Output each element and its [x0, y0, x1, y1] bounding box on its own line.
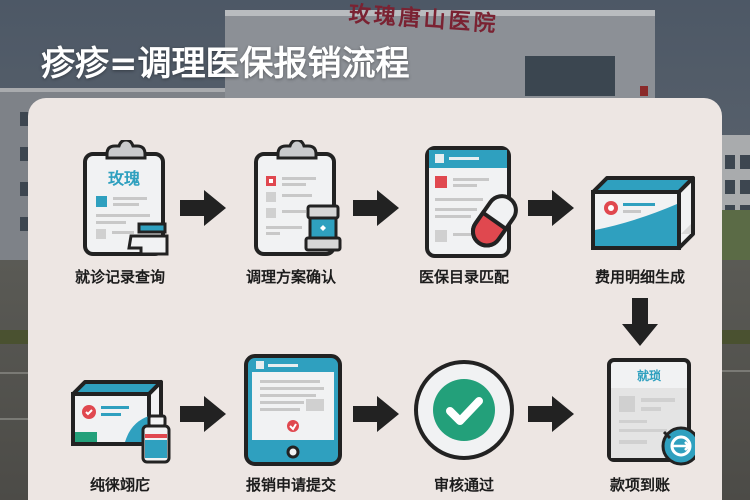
document-pill-icon: [409, 140, 519, 260]
step-label: 款项到账: [609, 476, 670, 494]
arrow-right-icon: [353, 190, 399, 226]
step-plan-confirm: 调理方案确认: [221, 140, 361, 287]
svg-text:玫瑰: 玫瑰: [108, 169, 140, 188]
step-label: 报销申请提交: [245, 476, 336, 494]
arrow-down-icon: [622, 298, 658, 346]
step-medical-record-query: 玫瑰 就诊记录查询: [50, 140, 190, 287]
arrow-right-icon: [528, 190, 574, 226]
road-marking: [0, 418, 30, 420]
step-label: 纯徕翊庀: [89, 476, 150, 494]
svg-text:就琐: 就琐: [637, 368, 661, 383]
step-row2-first: 纯徕翊庀: [50, 348, 190, 495]
road-marking: [0, 372, 30, 374]
clipboard-record-icon: 玫瑰: [65, 140, 175, 260]
step-label: 就诊记录查询: [74, 268, 165, 286]
clipboard-plan-icon: [236, 140, 346, 260]
box-bottle-icon: [65, 348, 175, 468]
sign-ornament: [640, 86, 648, 96]
step-cost-detail-generate: 费用明细生成: [570, 140, 710, 287]
step-reimbursement-submit: 报销申请提交: [221, 348, 361, 495]
arrow-right-icon: [180, 396, 226, 432]
tablet-form-icon: [236, 348, 346, 468]
step-label: 审核通过: [433, 476, 494, 494]
step-review-approved: 审核通过: [394, 348, 534, 495]
arrow-right-icon: [180, 190, 226, 226]
step-label: 调理方案确认: [245, 268, 336, 286]
box-package-icon: [585, 140, 695, 260]
step-label: 费用明细生成: [594, 268, 685, 286]
receipt-money-icon: 就琐: [585, 348, 695, 468]
step-insurance-catalog-match: 医保目录匹配: [394, 140, 534, 287]
check-circle-icon: [409, 348, 519, 468]
step-label: 医保目录匹配: [418, 268, 509, 286]
arrow-right-icon: [353, 396, 399, 432]
step-payment-received: 就琐 款项到账: [570, 348, 710, 495]
arrow-right-icon: [528, 396, 574, 432]
flow-panel: 玫瑰 就诊记录查询: [28, 98, 722, 500]
page-title: 疹疹=调理医保报销流程: [41, 44, 410, 84]
road-marking: [720, 370, 750, 372]
